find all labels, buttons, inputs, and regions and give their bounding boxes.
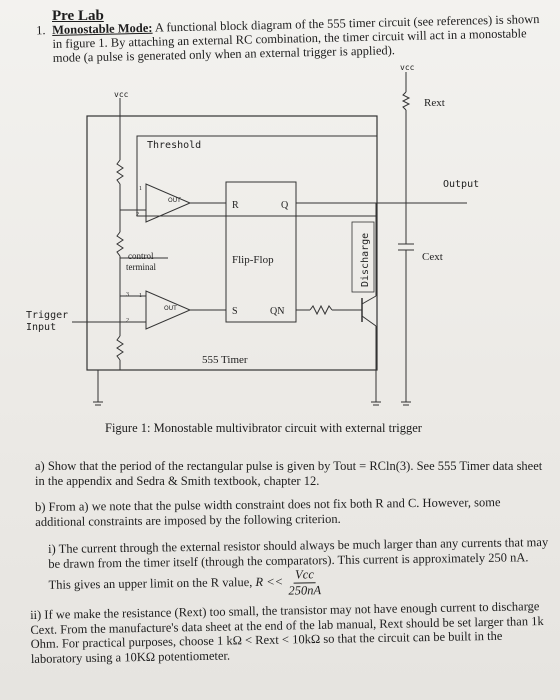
question-b: b) From a) we note that the pulse width … [35,495,550,529]
comparator-1-pin-minus: 2 [136,212,139,218]
base-resistor [309,304,333,316]
criterion-i-fraction: Vcc 250nA [288,567,322,598]
question-a: a) Show that the period of the rectangul… [35,459,550,488]
cext-label: Cext [422,251,443,263]
criterion-ii-label: ii) [30,607,42,622]
threshold-label: Threshold [147,140,201,151]
page-title: Pre Lab [52,8,104,24]
threshold-box [136,135,378,217]
vcc-right-label: vcc [400,63,415,72]
flip-flop-q-pin: Q [281,200,289,211]
criterion-i-label: i) [48,541,56,556]
comparator-1-out-label: OUT [168,197,181,204]
criterion-ii: ii) If we make the resistance (Rext) too… [30,599,551,666]
comparator-1-pin-plus: 1 [139,186,142,192]
timer-label: 555 Timer [202,354,248,366]
comparator-2-pin-3: 3 [126,292,129,298]
comparator-1 [145,183,192,223]
discharge-label: Discharge [360,233,371,287]
vcc-left-label: vcc [114,90,129,99]
timer-outline [86,115,378,371]
rext-label: Rext [424,97,445,109]
divider-resistor-3 [116,335,124,361]
criterion-ii-text: If we make the resistance (Rext) too sma… [30,599,544,666]
rext-resistor [401,91,411,111]
question-b-text: From a) we note that the pulse width con… [35,495,501,529]
criterion-i-inequality: R << [255,574,284,589]
flip-flop-r-pin: R [232,200,239,211]
question-b-label: b) [35,499,46,514]
flip-flop-block [225,181,297,323]
criterion-i: i) The current through the external resi… [48,535,551,601]
question-a-label: a) [35,459,45,473]
discharge-box [351,221,375,293]
control-terminal-label-1: control [128,251,154,261]
control-terminal-label-2: terminal [126,262,156,272]
flip-flop-qn-pin: QN [270,306,284,317]
output-label: Output [443,179,479,190]
question-a-text: Show that the period of the rectangular … [35,459,543,488]
comparator-2-out-label: OUT [164,305,177,312]
divider-resistor-1 [116,159,124,185]
divider-resistor-2 [116,231,124,257]
figure-caption: Figure 1: Monostable multivibrator circu… [105,421,422,435]
fraction-numerator: Vcc [293,567,316,584]
comparator-2 [145,290,192,330]
flip-flop-s-pin: S [232,306,238,317]
flip-flop-label: Flip-Flop [232,254,274,266]
fraction-denominator: 250nA [288,583,322,598]
trigger-input-label-1: Trigger [26,310,68,321]
trigger-input-label-2: Input [26,322,56,333]
comparator-2-pin-2: 2 [126,318,129,324]
